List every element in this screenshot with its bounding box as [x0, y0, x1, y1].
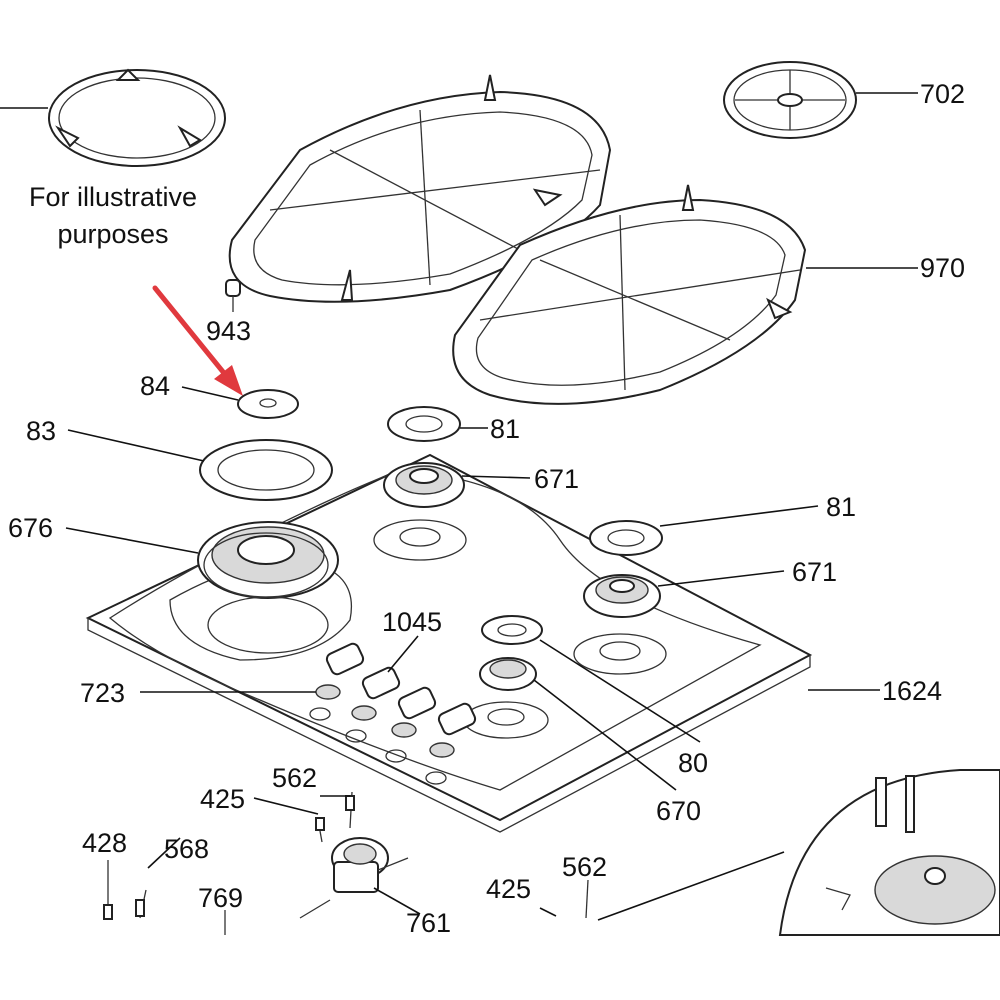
control-knobs-1045 [325, 635, 477, 736]
partial-grate-illustration [0, 68, 226, 167]
cap-81-right [589, 505, 819, 556]
label-676: 676 [8, 513, 53, 543]
label-81-top: 81 [490, 414, 520, 444]
label-769: 769 [198, 883, 243, 913]
red-pointer-arrow [152, 285, 243, 396]
burner-671-right [573, 570, 785, 675]
label-671-top: 671 [534, 464, 579, 494]
burner-670 [463, 657, 677, 791]
label-761: 761 [406, 908, 451, 938]
label-970: 970 [920, 253, 965, 283]
label-80: 80 [678, 748, 708, 778]
note-line-2: purposes [57, 219, 168, 249]
valve-assembly-761 [299, 837, 421, 919]
double-grate-970-right [452, 184, 918, 405]
screws-428-568-769 [103, 837, 226, 935]
detail-inset [597, 769, 1000, 936]
cooktop-plate-1624 [85, 453, 880, 833]
label-562-left: 562 [272, 763, 317, 793]
label-943: 943 [206, 316, 251, 346]
small-grate-702 [723, 61, 918, 139]
thermocouple-425-562-right [539, 879, 589, 919]
note-line-1: For illustrative [29, 182, 197, 212]
label-723: 723 [80, 678, 125, 708]
label-568: 568 [164, 834, 209, 864]
label-1045: 1045 [382, 607, 442, 637]
cap-80 [481, 615, 701, 743]
knob-bezels-723 [140, 684, 455, 785]
label-425-left: 425 [200, 784, 245, 814]
label-83: 83 [26, 416, 56, 446]
label-670: 670 [656, 796, 701, 826]
large-burner-676 [65, 521, 339, 654]
label-428: 428 [82, 828, 127, 858]
label-84: 84 [140, 371, 170, 401]
label-1624: 1624 [882, 676, 942, 706]
label-562-right: 562 [562, 852, 607, 882]
label-702: 702 [920, 79, 965, 109]
label-81-right: 81 [826, 492, 856, 522]
label-671-right: 671 [792, 557, 837, 587]
thermocouple-425-562-left [253, 791, 355, 843]
clip-943 [225, 279, 241, 312]
cap-81-top [387, 406, 488, 442]
label-425-right: 425 [486, 874, 531, 904]
ring-83 [67, 429, 333, 501]
burner-671-top [373, 462, 531, 561]
burner-cap-84 [181, 386, 299, 419]
double-grate-970-left [228, 74, 612, 303]
